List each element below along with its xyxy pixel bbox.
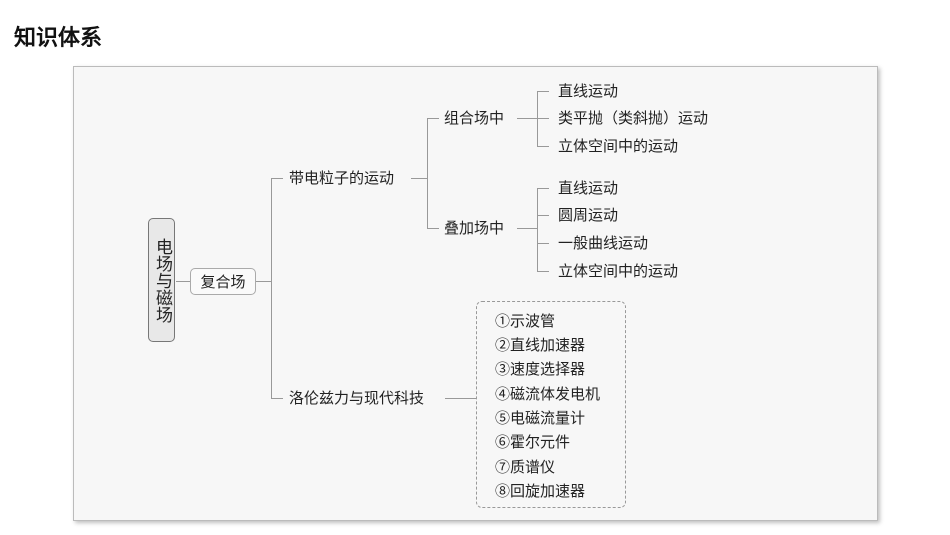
connector-line	[427, 118, 439, 119]
page-title: 知识体系	[14, 26, 103, 51]
connector-line	[176, 281, 190, 282]
node-lorentz-technology: 洛伦兹力与现代科技	[289, 389, 425, 407]
node-combined-field: 组合场中	[444, 109, 505, 127]
connector-line	[517, 228, 537, 229]
node-composite-field: 复合场	[190, 268, 256, 295]
connector-line	[537, 118, 549, 119]
lorentz-items-box: ①示波管 ②直线加速器 ③速度选择器 ④磁流体发电机 ⑤电磁流量计 ⑥霍尔元件 …	[476, 301, 626, 508]
connector-line	[427, 228, 439, 229]
combined-item: 类平抛（类斜抛）运动	[558, 109, 709, 127]
superposed-item: 立体空间中的运动	[558, 262, 679, 280]
connector-line	[537, 243, 549, 244]
lorentz-item: ⑧回旋加速器	[495, 482, 586, 500]
connector-line	[537, 188, 549, 189]
connector-line	[271, 178, 283, 179]
combined-item: 直线运动	[558, 82, 619, 100]
connector-line	[271, 178, 272, 398]
connector-line	[537, 215, 549, 216]
node-superposed-field: 叠加场中	[444, 219, 505, 237]
lorentz-item: ④磁流体发电机	[495, 385, 601, 403]
connector-line	[427, 118, 428, 228]
lorentz-item: ⑦质谱仪	[495, 458, 556, 476]
lorentz-item: ①示波管	[495, 312, 556, 330]
connector-line	[537, 188, 538, 271]
lorentz-item: ②直线加速器	[495, 336, 586, 354]
connector-line	[537, 91, 549, 92]
superposed-item: 一般曲线运动	[558, 234, 649, 252]
node-charged-particle-motion: 带电粒子的运动	[289, 169, 395, 187]
lorentz-item: ③速度选择器	[495, 360, 586, 378]
connector-line	[537, 271, 549, 272]
combined-item: 立体空间中的运动	[558, 137, 679, 155]
connector-line	[411, 178, 427, 179]
root-node: 电场与磁场	[148, 218, 175, 342]
superposed-item: 圆周运动	[558, 206, 619, 224]
connector-line	[445, 398, 476, 399]
lorentz-item: ⑥霍尔元件	[495, 433, 571, 451]
connector-line	[271, 398, 283, 399]
connector-line	[517, 118, 537, 119]
superposed-item: 直线运动	[558, 179, 619, 197]
connector-line	[256, 281, 271, 282]
connector-line	[537, 146, 549, 147]
lorentz-item: ⑤电磁流量计	[495, 409, 586, 427]
